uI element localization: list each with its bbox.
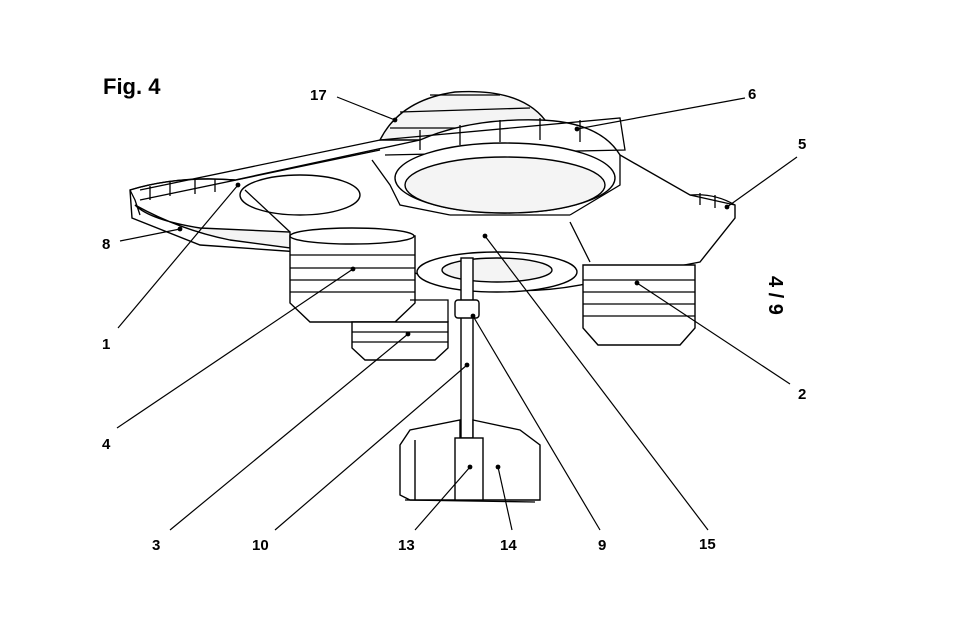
label-3: 3 (152, 537, 160, 554)
label-13: 13 (398, 537, 415, 554)
label-9: 9 (598, 537, 606, 554)
main-housing (129, 117, 736, 293)
leader-lines (116, 96, 798, 531)
nozzle-4 (289, 227, 416, 323)
callout-dots (177, 117, 730, 470)
label-1: 1 (102, 336, 110, 353)
nozzle-2 (582, 264, 696, 346)
label-5: 5 (798, 136, 806, 153)
label-2: 2 (798, 386, 806, 403)
fin-assembly (399, 419, 541, 503)
label-8: 8 (102, 236, 110, 253)
label-15: 15 (699, 536, 716, 553)
label-6: 6 (748, 86, 756, 103)
label-14: 14 (500, 537, 517, 554)
label-4: 4 (102, 436, 111, 453)
figure-title: Fig. 4 (103, 74, 161, 99)
label-17: 17 (310, 87, 327, 104)
label-10: 10 (252, 537, 269, 554)
